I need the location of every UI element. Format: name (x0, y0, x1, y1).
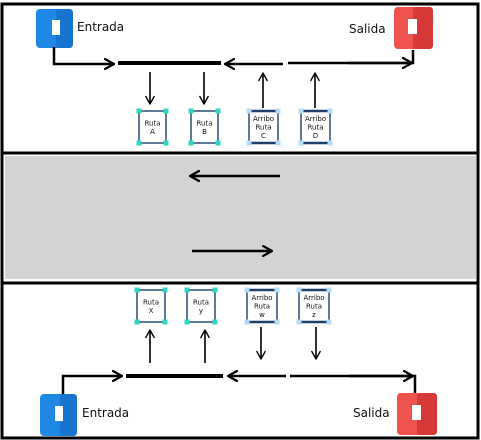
selection-handle (275, 140, 281, 146)
slot-label-line: B (202, 128, 207, 136)
selection-handle (246, 140, 252, 146)
top-entrance-label: Entrada (77, 20, 124, 34)
selection-handle (296, 319, 302, 325)
bottom-entrance-label: Entrada (82, 406, 129, 420)
top-exit: Salida (349, 7, 433, 49)
top-exit-label: Salida (349, 22, 386, 36)
slot-label-line: Ruta (193, 298, 209, 306)
selection-handle (215, 140, 221, 146)
selection-handle (188, 140, 194, 146)
slot-label-line: Ruta (196, 119, 212, 127)
slot-label-line: Ruta (255, 124, 271, 132)
bottom-entrance-icon (40, 394, 77, 436)
selection-handle (244, 287, 250, 293)
selection-handle (136, 108, 142, 114)
selection-handle (163, 108, 169, 114)
selection-handle (184, 287, 190, 293)
selection-handle (296, 287, 302, 293)
bottom-exit-icon (397, 393, 437, 435)
bottom-exit: Salida (353, 393, 437, 435)
slot-boxes: RutaARutaBArriboRutaCArriboRutaDRutaXRut… (134, 108, 333, 325)
selection-handle (163, 140, 169, 146)
selection-handle (184, 319, 190, 325)
slot-label-line: Ruta (144, 119, 160, 127)
selection-handle (215, 108, 221, 114)
selection-handle (212, 287, 218, 293)
selection-handle (162, 319, 168, 325)
selection-handle (212, 319, 218, 325)
slot-label-line: Arribo (251, 294, 272, 302)
selection-handle (275, 108, 281, 114)
slot-label-line: w (259, 311, 265, 319)
selection-handle (326, 319, 332, 325)
selection-handle (274, 287, 280, 293)
selection-handle (274, 319, 280, 325)
slot-label-line: Ruta (254, 303, 270, 311)
slot-label-line: Arribo (253, 115, 274, 123)
selection-handle (162, 287, 168, 293)
slot-box (138, 110, 167, 144)
slot-label-line: z (312, 311, 316, 319)
slot-label-line: Ruta (306, 303, 322, 311)
selection-handle (134, 319, 140, 325)
selection-handle (246, 108, 252, 114)
slot-box (136, 289, 166, 323)
slot-box (186, 289, 216, 323)
slot-label-line: A (150, 128, 155, 136)
slot-label-line: Arribo (305, 115, 326, 123)
slot-label-line: C (261, 132, 266, 140)
selection-handle (244, 319, 250, 325)
selection-handle (134, 287, 140, 293)
slot-box (190, 110, 219, 144)
bottom-entrance: Entrada (40, 394, 129, 436)
selection-handle (298, 108, 304, 114)
top-entrance: Entrada (36, 9, 124, 48)
selection-handle (326, 287, 332, 293)
slot-label-line: Ruta (143, 298, 159, 306)
selection-handle (327, 108, 333, 114)
slot-label-line: Arribo (303, 294, 324, 302)
selection-handle (188, 108, 194, 114)
slot-label-line: Ruta (307, 124, 323, 132)
slot-label-line: D (313, 132, 318, 140)
slot-label-line: X (149, 307, 154, 315)
slot-box (246, 289, 278, 323)
selection-handle (327, 140, 333, 146)
selection-handle (298, 140, 304, 146)
slot-label-line: y (199, 307, 203, 315)
selection-handle (136, 140, 142, 146)
top-entrance-icon (36, 9, 73, 48)
road (5, 156, 476, 279)
top-entrance-path (52, 47, 114, 64)
bottom-exit-label: Salida (353, 406, 390, 420)
slot-box (300, 110, 331, 144)
bottom-entrance-path (61, 376, 122, 394)
top-exit-icon (394, 7, 433, 49)
